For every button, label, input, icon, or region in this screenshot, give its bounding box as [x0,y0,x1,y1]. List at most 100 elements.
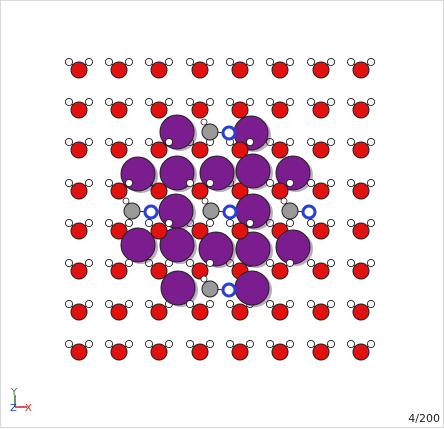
oxygen-atom [352,141,370,159]
hydrogen-atom [104,57,114,67]
hydrogen-atom [124,339,134,349]
hydrogen-atom [144,258,154,268]
hydrogen-atom [346,137,356,147]
iodine-atom [159,227,195,263]
oxygen-atom [191,303,209,321]
hydrogen-atom [225,57,235,67]
oxygen-atom [70,303,88,321]
iodine-atom [198,231,234,267]
water-molecule [185,57,215,79]
hydrogen-atom [346,178,356,188]
oxygen-atom [150,141,168,159]
oxygen-atom [70,343,88,361]
water-molecule [225,339,255,361]
orientation-axes: Y Z X [10,387,32,414]
water-molecule [306,178,336,200]
water-molecule [104,178,134,200]
hydrogen-atom [200,275,208,283]
carbon-atom [201,123,219,141]
hydrogen-atom [245,137,255,147]
nitrogen-atom [222,204,238,220]
carbon-atom [123,202,141,220]
hydrogen-atom [185,97,195,107]
water-molecule [144,339,174,361]
oxygen-atom [352,303,370,321]
iodine-atom [235,231,271,267]
hydrogen-atom [185,57,195,67]
iodine-atom [275,229,311,265]
hydrogen-atom [245,218,255,228]
water-molecule [225,97,255,119]
hydrogen-atom [205,218,215,228]
water-molecule [104,137,134,159]
water-molecule [185,178,215,200]
water-molecule [265,57,295,79]
oxygen-atom [150,262,168,280]
oxygen-atom [150,101,168,119]
hydrogen-atom [64,339,74,349]
water-molecule [104,339,134,361]
hydrogen-atom [64,57,74,67]
hydrogen-atom [122,197,130,205]
hydrogen-atom [366,299,376,309]
water-molecule [346,339,376,361]
hydrogen-atom [64,218,74,228]
oxygen-atom [110,182,128,200]
hydrogen-atom [164,339,174,349]
oxygen-atom [150,303,168,321]
iodine-atom [235,153,271,189]
oxygen-atom [352,222,370,240]
oxygen-atom [231,343,249,361]
hydrogen-atom [285,218,295,228]
oxygen-atom [352,182,370,200]
water-molecule [104,97,134,119]
oxygen-atom [312,101,330,119]
water-molecule [265,258,295,280]
hydrogen-atom [124,137,134,147]
hydrogen-atom [84,97,94,107]
hydrogen-atom [205,97,215,107]
oxygen-atom [191,61,209,79]
hydrogen-atom [326,299,336,309]
oxygen-atom [352,61,370,79]
hydrogen-atom [84,258,94,268]
hydrogen-atom [285,137,295,147]
hydrogen-atom [144,137,154,147]
carbon-nitrogen-unit [200,118,237,141]
oxygen-atom [312,262,330,280]
oxygen-atom [191,141,209,159]
water-molecule [225,57,255,79]
hydrogen-atom [346,299,356,309]
oxygen-atom [352,262,370,280]
water-molecule [346,258,376,280]
iodine-atom [275,155,311,191]
oxygen-atom [312,222,330,240]
carbon-atom [201,280,219,298]
water-molecule [225,137,255,159]
water-molecule [144,218,174,240]
oxygen-atom [110,101,128,119]
water-molecule [346,299,376,321]
oxygen-atom [231,182,249,200]
oxygen-atom [312,182,330,200]
oxygen-atom [191,182,209,200]
oxygen-atom [150,222,168,240]
hydrogen-atom [285,178,295,188]
iodine-atom [160,270,196,306]
oxygen-atom [312,61,330,79]
water-molecule [64,218,94,240]
nitrogen-atom [221,282,237,298]
water-molecule [144,258,174,280]
water-molecule [225,218,255,240]
oxygen-atom [231,141,249,159]
oxygen-atom [70,141,88,159]
carbon-nitrogen-unit [122,197,159,220]
hydrogen-atom [245,97,255,107]
hydrogen-atom [64,258,74,268]
water-molecule [144,137,174,159]
hydrogen-atom [84,137,94,147]
hydrogen-atom [144,299,154,309]
iodine-atom [158,193,194,229]
